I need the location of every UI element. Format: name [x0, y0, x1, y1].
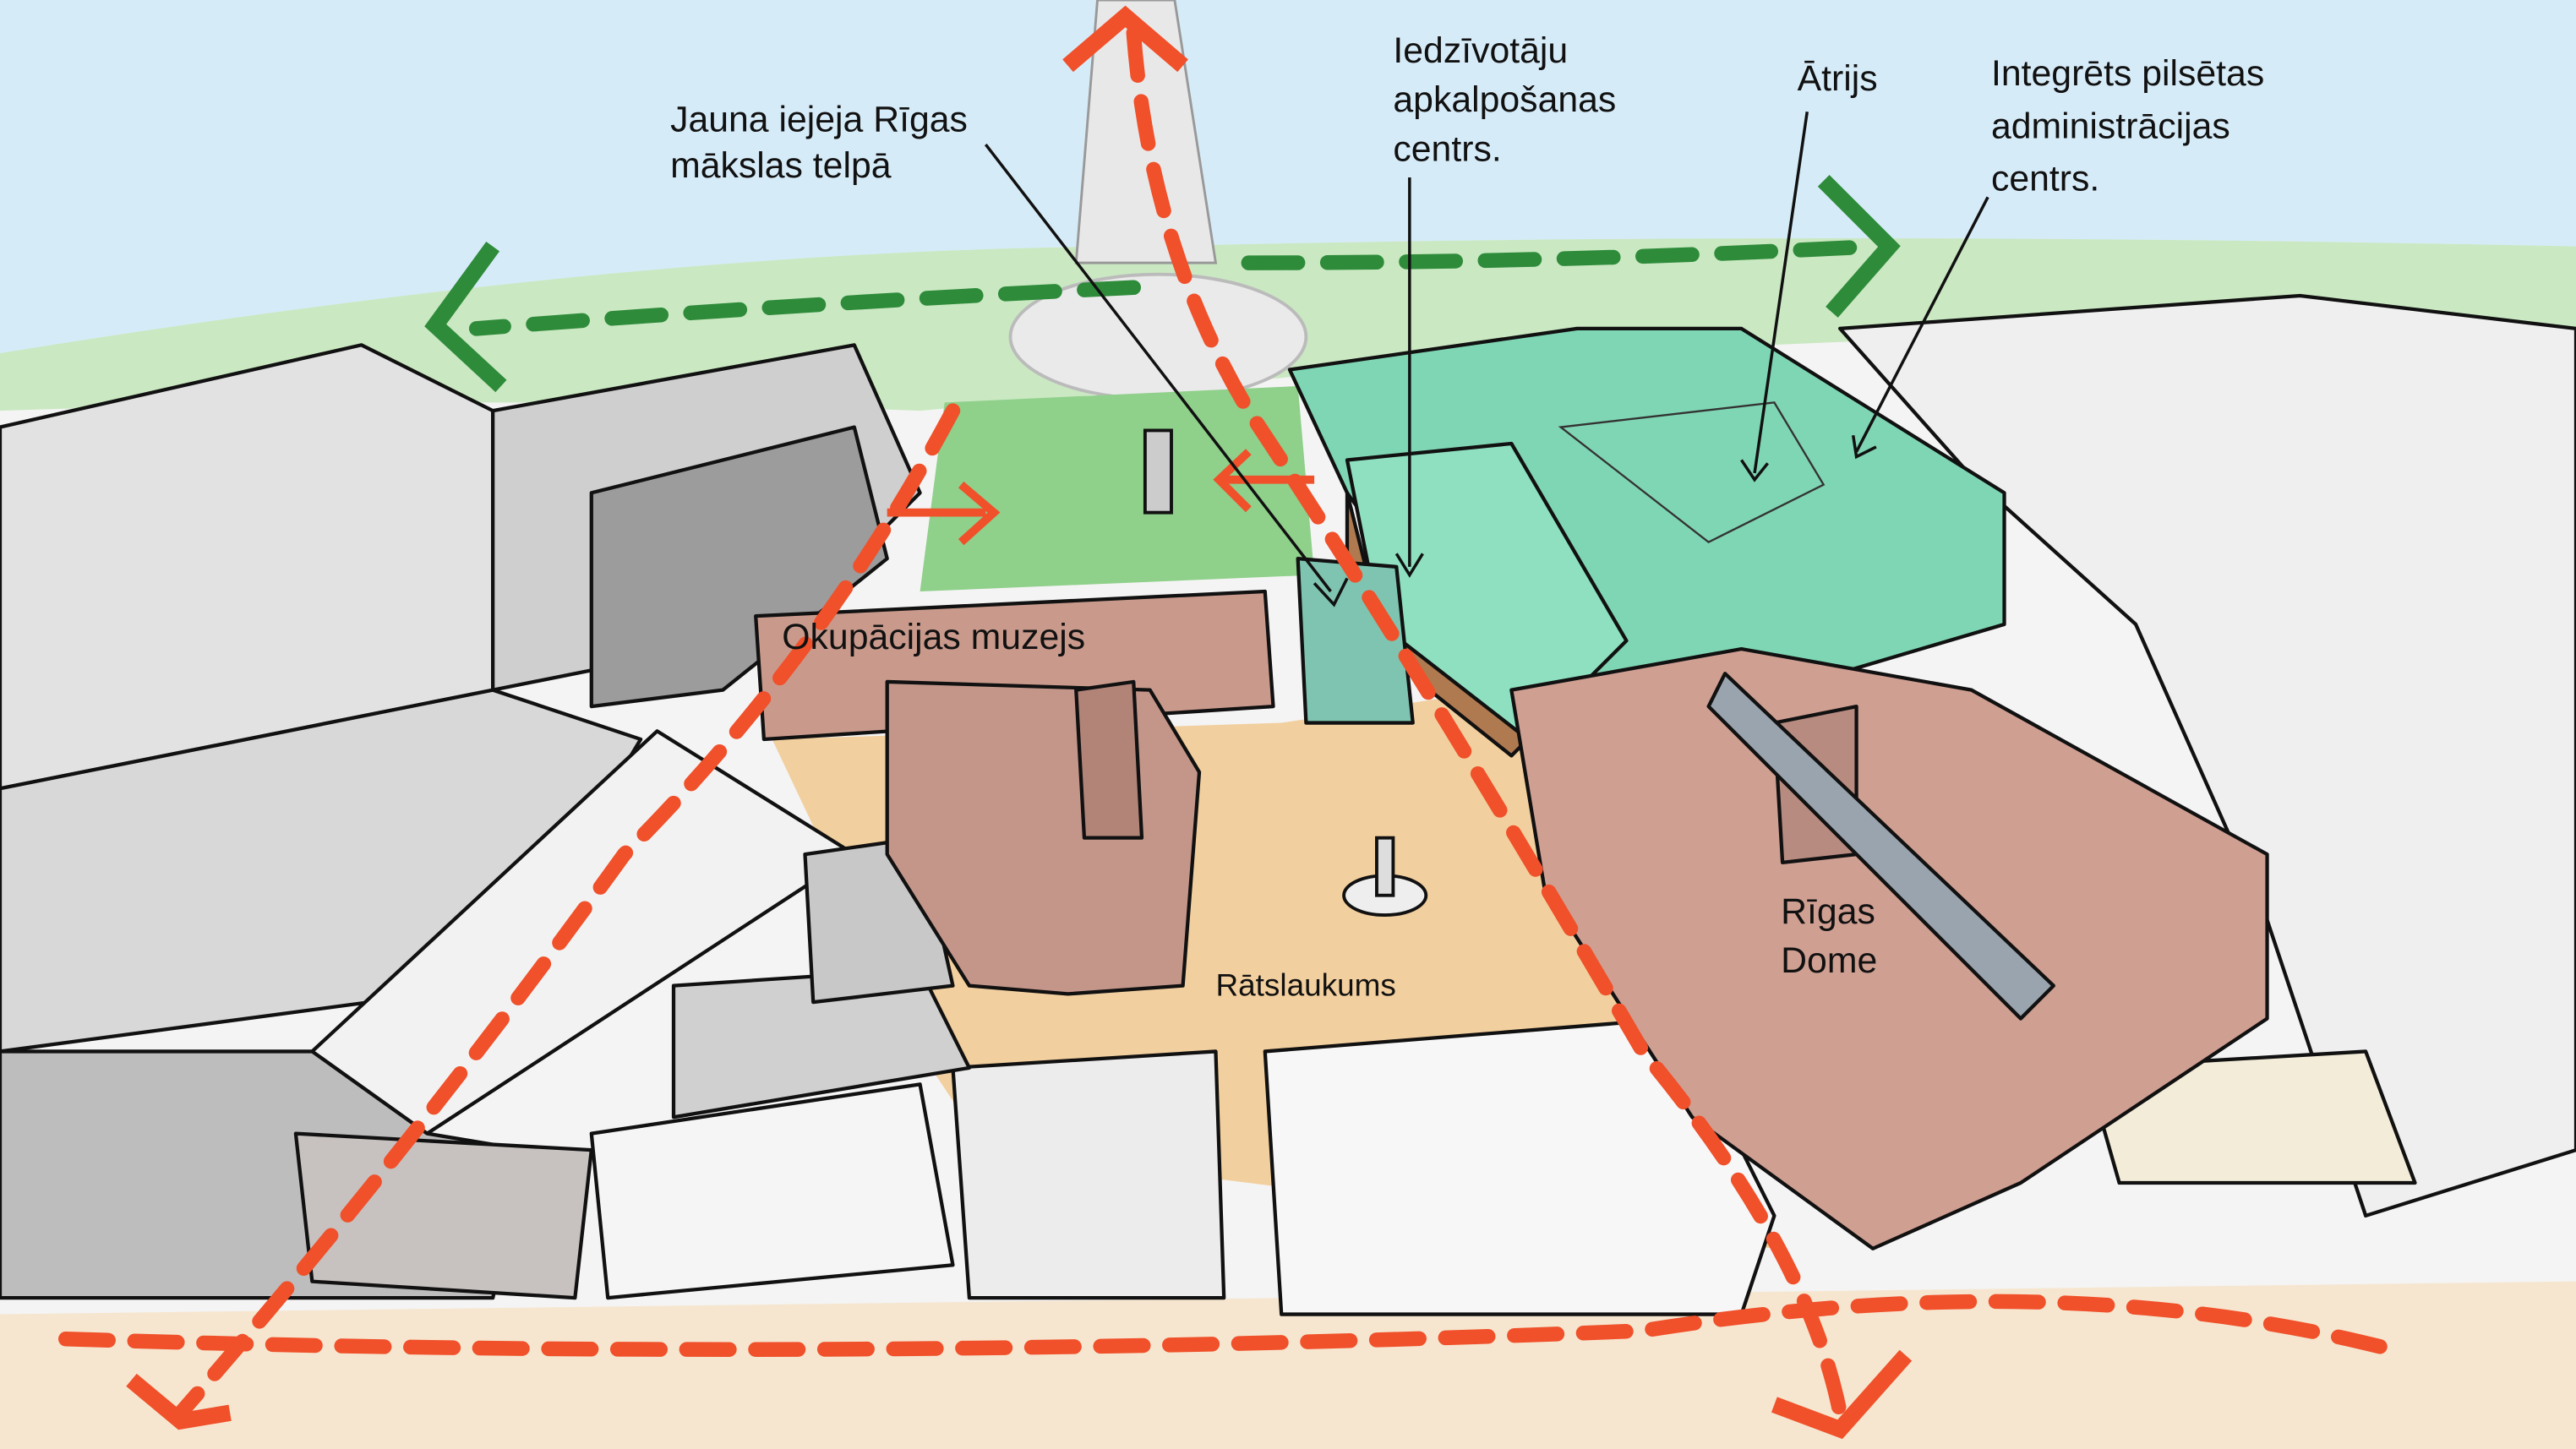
fountain-roland-statue [1342, 836, 1428, 917]
statue-park [1143, 428, 1173, 515]
arrow-right-icon [1817, 175, 1901, 318]
label-line: Rīgas [1781, 891, 1875, 932]
route-bottom-street [58, 1294, 2390, 1357]
arrow-down-icon [1771, 1349, 1913, 1440]
arrow-up-icon [1062, 5, 1188, 73]
leader-admin-centre [1851, 196, 1989, 460]
label-service-centre: Iedzīvotāju apkalpošanas centrs. [1393, 30, 1626, 170]
label-town-hall-square: Rātslaukums [1215, 967, 1395, 1002]
label-line: Dome [1781, 940, 1877, 981]
label-line: apkalpošanas [1393, 79, 1616, 120]
street-bottom [0, 1281, 2576, 1449]
arrow-into-park-icon [887, 481, 1001, 546]
leader-service-centre [1394, 177, 1424, 578]
label-line: centrs. [1991, 159, 2099, 199]
leader-atrium [1740, 111, 1809, 482]
label-atrium: Ātrijs [1798, 58, 1878, 99]
green-route-left [468, 280, 1142, 336]
arrow-left-icon [424, 241, 507, 393]
label-line: centrs. [1393, 129, 1501, 170]
route-north-south-center [1126, 25, 1847, 1420]
arrow-down-left-icon [126, 1373, 232, 1430]
park [920, 385, 1315, 591]
leader-new-entrance [984, 144, 1349, 607]
label-city-council: Rīgas Dome [1781, 891, 1886, 981]
green-route-right [1241, 238, 1880, 270]
label-admin-centre: Integrēts pilsētas administrācijas centr… [1991, 53, 2274, 199]
label-new-entrance: Jauna iejeja Rīgas mākslas telpā [670, 100, 978, 186]
label-line: mākslas telpā [670, 145, 892, 186]
route-left-diagonal [173, 403, 961, 1420]
atrium-glass-roof [1558, 401, 1826, 544]
label-line: administrācijas [1991, 106, 2230, 146]
label-line: Iedzīvotāju [1393, 30, 1568, 71]
historic-buildings [754, 589, 2269, 1250]
new-administration-building [1287, 326, 2006, 758]
label-line: Integrēts pilsētas [1991, 53, 2264, 94]
bottom-building-block [589, 836, 1776, 1316]
label-line: Jauna iejeja Rīgas [670, 100, 968, 140]
left-building-block [0, 343, 922, 1300]
label-occupation-museum: Okupācijas muzejs [782, 617, 1085, 657]
arrow-into-park-right-icon [1213, 449, 1315, 513]
